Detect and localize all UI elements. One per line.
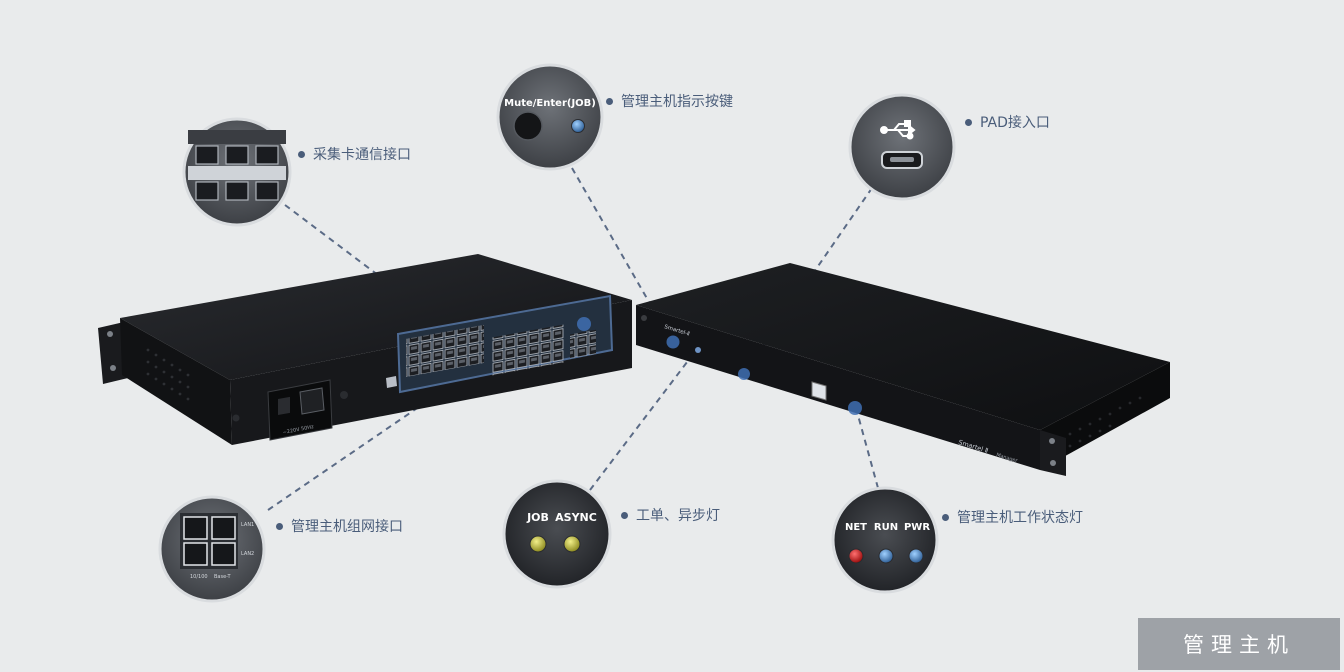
power-switch-icon xyxy=(278,396,290,415)
rack-screw-icon xyxy=(1049,438,1055,444)
power-plug-icon xyxy=(299,387,325,415)
callout-indicator-button: 管理主机指示按键 xyxy=(606,91,733,111)
status-hotspot-icon xyxy=(848,401,862,415)
pad-hotspot-icon xyxy=(738,368,750,380)
zoom-pad-port xyxy=(848,93,956,201)
callout-collector-port: 采集卡通信接口 xyxy=(298,144,411,164)
pwr-led-icon xyxy=(908,548,924,564)
run-led-icon xyxy=(878,548,894,564)
power-rating-label: ~220V 50Hz xyxy=(282,424,314,436)
job-led-icon xyxy=(529,535,547,553)
rack-screw-icon xyxy=(107,331,113,337)
mute-enter-job-label: Mute/Enter(JOB) xyxy=(504,98,596,109)
lan-port-icon xyxy=(811,381,827,401)
console-port-icon xyxy=(386,376,397,388)
callout-job-lights-text: 工单、异步灯 xyxy=(636,508,720,524)
right-device-side xyxy=(1040,362,1170,470)
callout-job-lights: 工单、异步灯 xyxy=(621,505,720,525)
usb-icon xyxy=(880,120,916,140)
manager-device: Smartel-Ⅱ Smartel Ⅱ Manager xyxy=(636,263,1170,476)
callout-pad-port-text: PAD接入口 xyxy=(980,115,1050,131)
job-label: JOB xyxy=(526,511,549,524)
collector-device: ~220V 50Hz xyxy=(98,254,632,445)
callout-indicator-button-text: 管理主机指示按键 xyxy=(621,94,733,110)
right-device-front xyxy=(636,305,1040,470)
lan-type-label: Base-T xyxy=(214,574,232,580)
front-screw-icon xyxy=(641,315,647,321)
zoom-job-lights: JOB ASYNC xyxy=(502,479,612,589)
rack-screw-icon xyxy=(110,365,116,371)
net-label: NET xyxy=(845,522,867,533)
callout-pad-port: PAD接入口 xyxy=(965,112,1050,132)
rack-screw-icon xyxy=(1050,460,1056,466)
indicator-button-hotspot-icon xyxy=(666,335,680,349)
callout-network-port: 管理主机组网接口 xyxy=(276,516,403,536)
async-led-icon xyxy=(563,535,581,553)
right-rack-ear xyxy=(1040,430,1066,476)
job-led-icon xyxy=(695,347,701,353)
bullet-dot-icon xyxy=(621,511,628,519)
rj45-port-array xyxy=(406,324,596,377)
bullet-dot-icon xyxy=(276,522,283,530)
left-device-top xyxy=(120,254,632,380)
collector-hotspot-icon xyxy=(577,317,591,331)
lan-speed-label: 10/100 xyxy=(190,574,208,580)
right-device-top xyxy=(636,263,1170,430)
bullet-dot-icon xyxy=(298,150,305,158)
callout-collector-port-text: 采集卡通信接口 xyxy=(313,147,411,163)
lan2-label: LAN2 xyxy=(241,551,254,557)
callout-network-port-text: 管理主机组网接口 xyxy=(291,519,403,535)
bullet-dot-icon xyxy=(606,97,613,105)
front-screw-icon xyxy=(232,414,240,422)
front-screw-icon xyxy=(340,391,348,399)
async-label: ASYNC xyxy=(555,511,597,524)
pwr-label: PWR xyxy=(904,522,930,533)
page-title-box: 管理主机 xyxy=(1138,618,1340,670)
page-title: 管理主机 xyxy=(1183,633,1295,657)
run-label: RUN xyxy=(874,522,898,533)
indicator-led-icon xyxy=(571,119,585,133)
callout-status-lights-text: 管理主机工作状态灯 xyxy=(957,510,1083,526)
line-job-lights xyxy=(589,344,701,491)
zoom-status-lights: NET RUN PWR xyxy=(831,486,939,594)
bullet-dot-icon xyxy=(942,513,949,521)
zoom-network-port: LAN1 LAN2 10/100 Base-T xyxy=(158,495,266,603)
mute-enter-button-icon xyxy=(513,111,543,141)
lan1-label: LAN1 xyxy=(241,522,254,528)
bullet-dot-icon xyxy=(965,118,972,126)
left-rack-ear xyxy=(98,322,128,384)
callout-status-lights: 管理主机工作状态灯 xyxy=(942,507,1083,527)
zoom-collector-port xyxy=(182,117,292,227)
zoom-indicator-button: Mute/Enter(JOB) xyxy=(496,63,604,171)
line-status-lights xyxy=(855,407,879,489)
net-led-icon xyxy=(848,548,864,564)
